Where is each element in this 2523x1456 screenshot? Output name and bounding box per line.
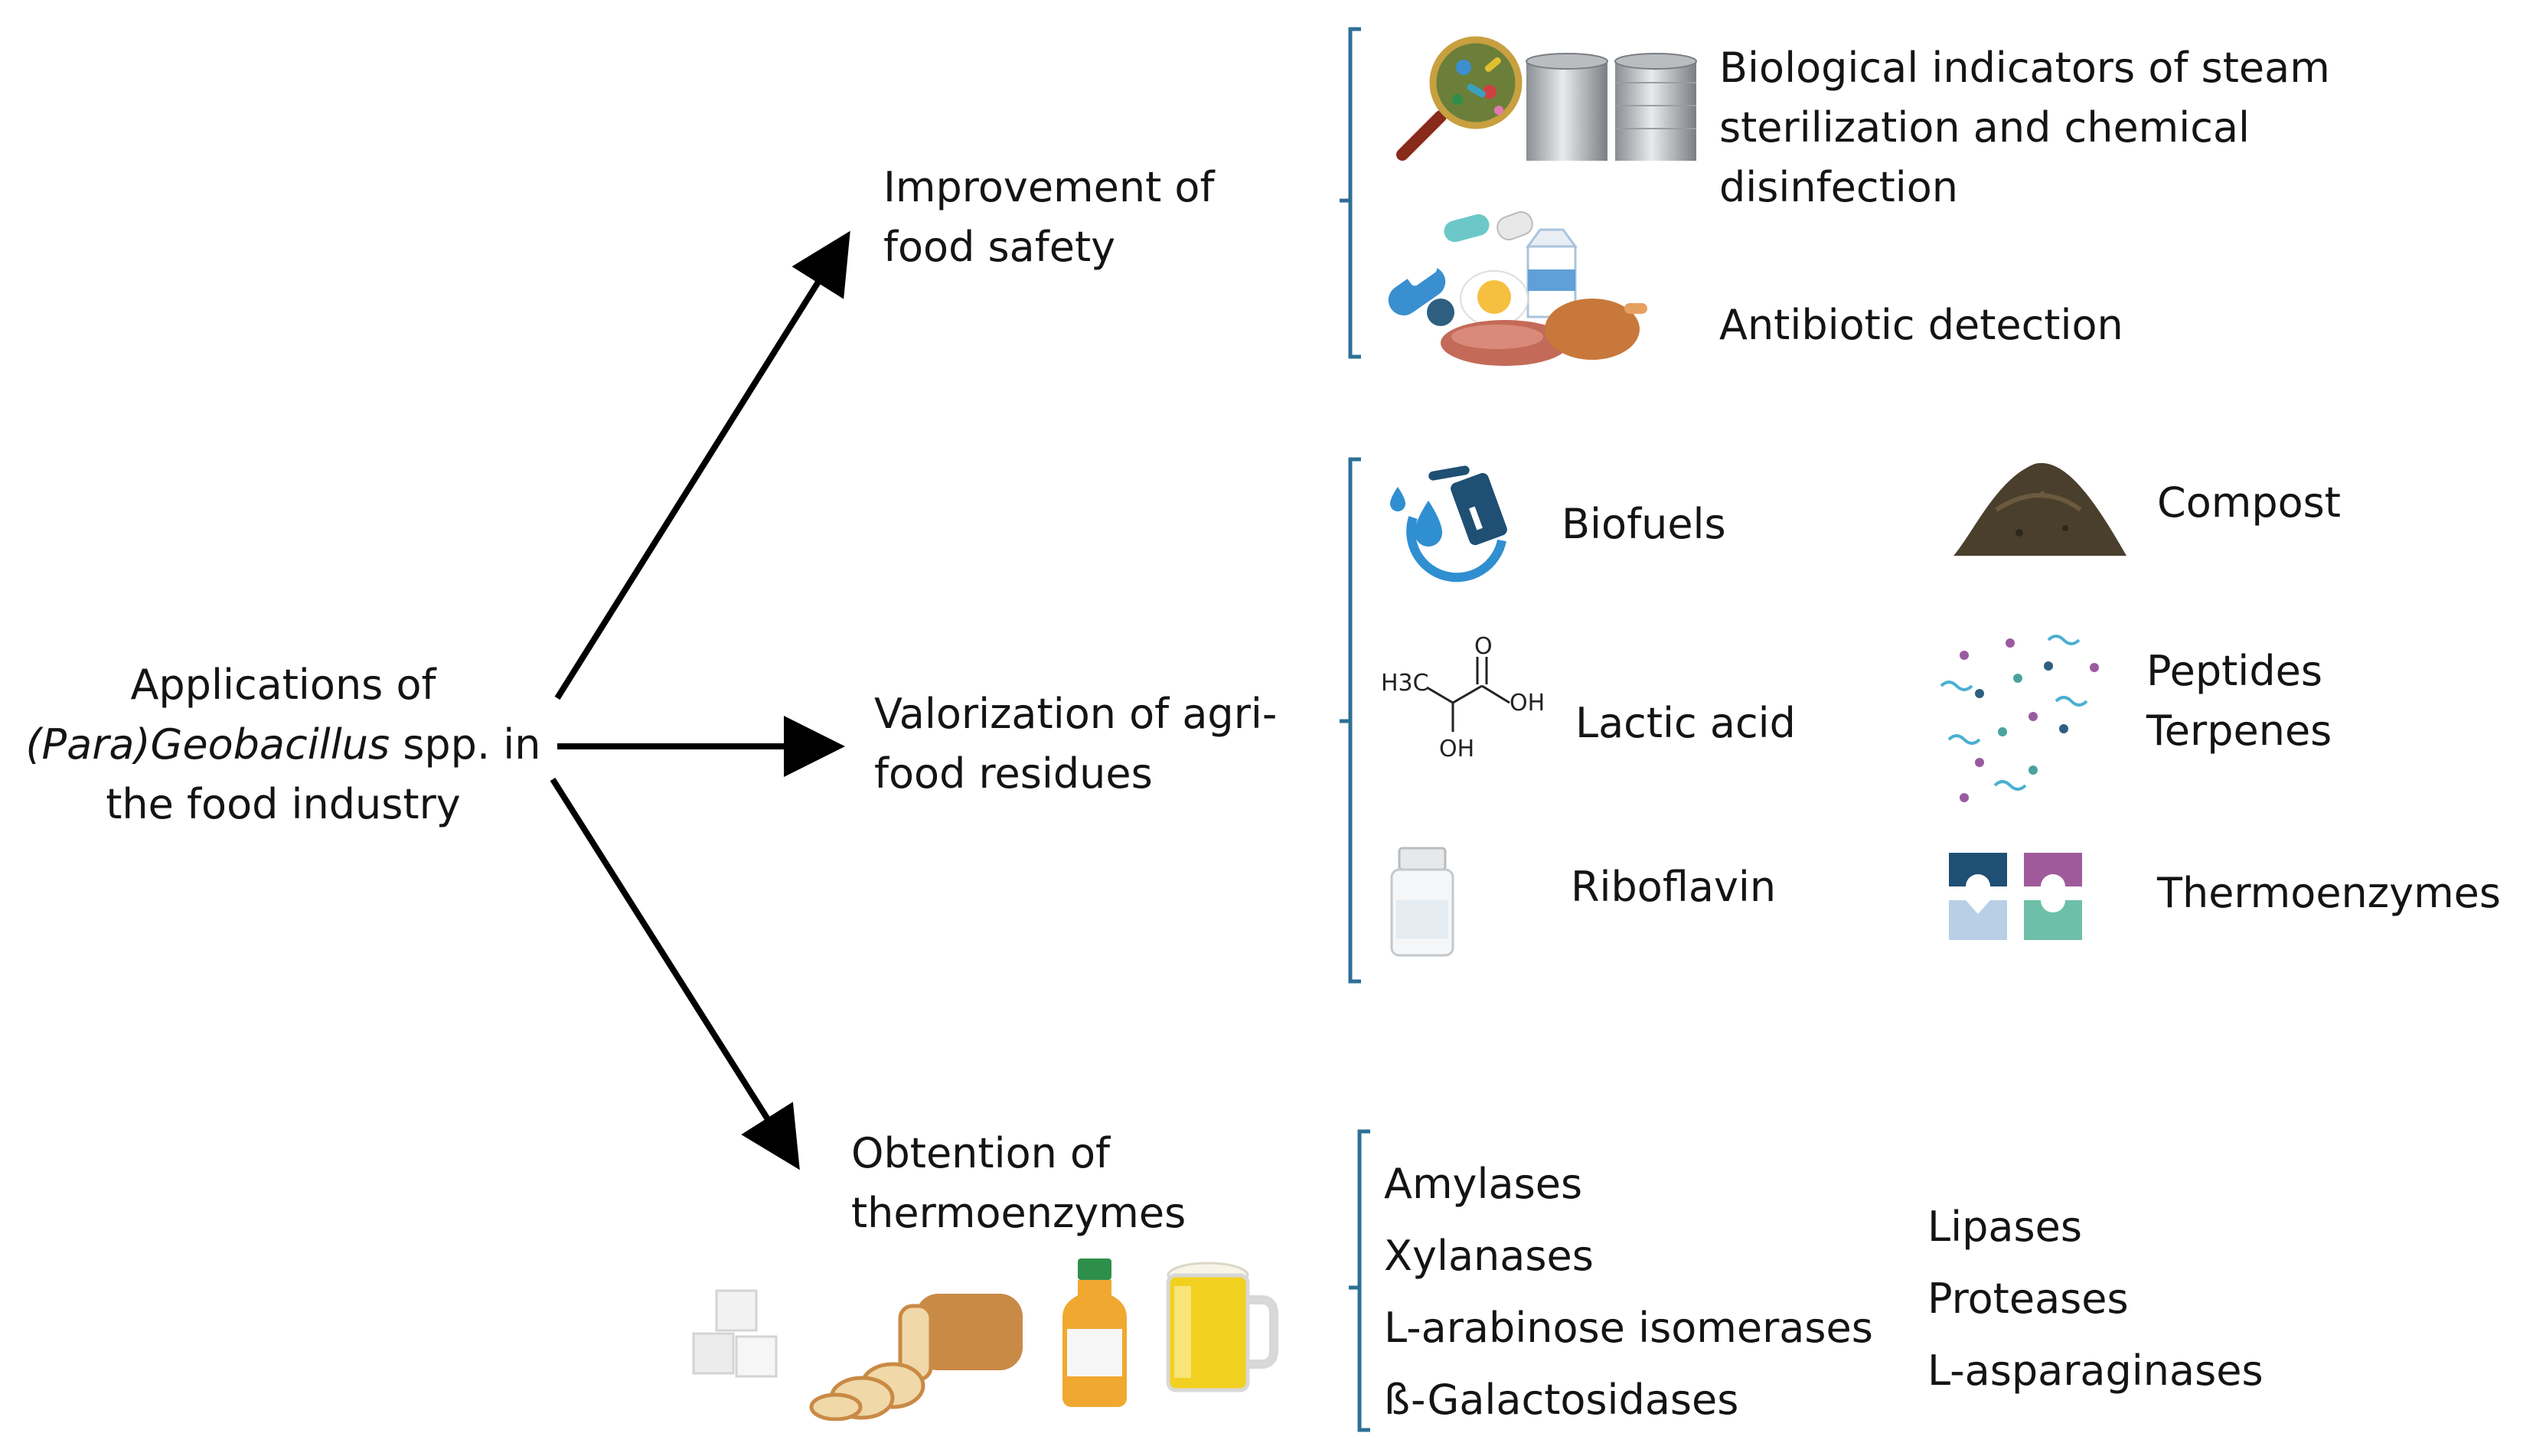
item-compost: Compost <box>2157 478 2341 527</box>
lactic-oh-alcohol: OH <box>1439 736 1474 762</box>
beer-mug-icon <box>1166 1262 1278 1392</box>
pills-food-icon <box>1388 211 1647 366</box>
tin-can-icon <box>1526 53 1697 161</box>
vitamin-bottle-icon <box>1390 847 1454 957</box>
bio-indicators-line-1: Biological indicators of steam <box>1719 44 2330 92</box>
item-peptides: Peptides <box>2146 647 2322 695</box>
branch-food-safety: Improvement of food safety <box>883 158 1214 277</box>
lactic-oh-acid: OH <box>1510 690 1545 717</box>
enzyme-l-arabinose-isomerases: L-arabinose isomerases <box>1384 1304 1873 1352</box>
enzyme-lipases: Lipases <box>1927 1203 2082 1251</box>
branch-valorization-line-1: Valorization of agri- <box>874 690 1278 738</box>
bio-indicators-line-3: disinfection <box>1719 163 1959 211</box>
juice-bottle-icon <box>1062 1258 1127 1407</box>
enzymes-list-left: Amylases Xylanases L-arabinose isomerase… <box>1384 1148 1873 1436</box>
branch-food-safety-line-2: food safety <box>883 223 1116 271</box>
branch-thermoenzymes-line-2: thermoenzymes <box>851 1189 1186 1237</box>
enzymes-list-right: Lipases Proteases L-asparaginases <box>1927 1191 2264 1407</box>
arrow-to-food-safety <box>554 230 850 700</box>
enzyme-amylases: Amylases <box>1384 1160 1583 1208</box>
branch-thermoenzymes: Obtention of thermoenzymes <box>851 1124 1186 1243</box>
genus-name: (Para)Geobacillus <box>25 720 390 769</box>
bracket-food-safety <box>1340 27 1361 359</box>
branch-food-safety-line-1: Improvement of <box>883 163 1215 211</box>
root-line-1: Applications of <box>130 661 436 709</box>
root-line-2-rest: spp. in <box>390 720 541 769</box>
branch-thermoenzymes-line-1: Obtention of <box>851 1129 1111 1177</box>
bracket-thermoenzymes <box>1349 1129 1370 1432</box>
root-title: Applications of (Para)Geobacillus spp. i… <box>0 655 566 834</box>
compost-pile-icon <box>1953 462 2126 556</box>
bread-icon <box>809 1294 1023 1421</box>
sugar-cubes-icon <box>692 1289 778 1378</box>
bio-indicators-line-2: sterilization and chemical <box>1719 103 2250 152</box>
branch-valorization: Valorization of agri- food residues <box>874 684 1277 804</box>
item-riboflavin: Riboflavin <box>1571 863 1777 911</box>
enzyme-b-galactosidases: ß-Galactosidases <box>1384 1376 1739 1424</box>
bracket-valorization <box>1340 457 1361 984</box>
molecules-icon <box>1940 635 2099 802</box>
enzyme-l-asparaginases: L-asparaginases <box>1927 1347 2264 1395</box>
item-biofuels: Biofuels <box>1562 500 1726 548</box>
item-terpenes: Terpenes <box>2146 707 2332 755</box>
item-lactic-acid: Lactic acid <box>1575 699 1796 747</box>
biofuel-icon <box>1390 465 1507 583</box>
item-biological-indicators: Biological indicators of steam steriliza… <box>1719 38 2330 217</box>
enzyme-xylanases: Xylanases <box>1384 1232 1594 1280</box>
item-thermoenzymes: Thermoenzymes <box>2157 869 2502 917</box>
item-peptides-terpenes: Peptides Terpenes <box>2146 641 2332 761</box>
lactic-h3c: H3C <box>1381 670 1429 697</box>
magnifier-bacteria-icon <box>1396 36 1523 161</box>
root-line-2: (Para)Geobacillus spp. in <box>0 715 566 775</box>
arrow-to-thermoenzymes <box>550 777 800 1170</box>
enzyme-proteases: Proteases <box>1927 1275 2129 1323</box>
enzyme-blocks-icon <box>1949 853 2082 940</box>
root-line-3: the food industry <box>106 780 461 828</box>
branch-valorization-line-2: food residues <box>874 749 1153 798</box>
lactic-o: O <box>1474 634 1493 660</box>
lactic-acid-structure-icon: H3C O OH OH <box>1381 634 1545 762</box>
item-antibiotic-detection: Antibiotic detection <box>1719 301 2123 349</box>
